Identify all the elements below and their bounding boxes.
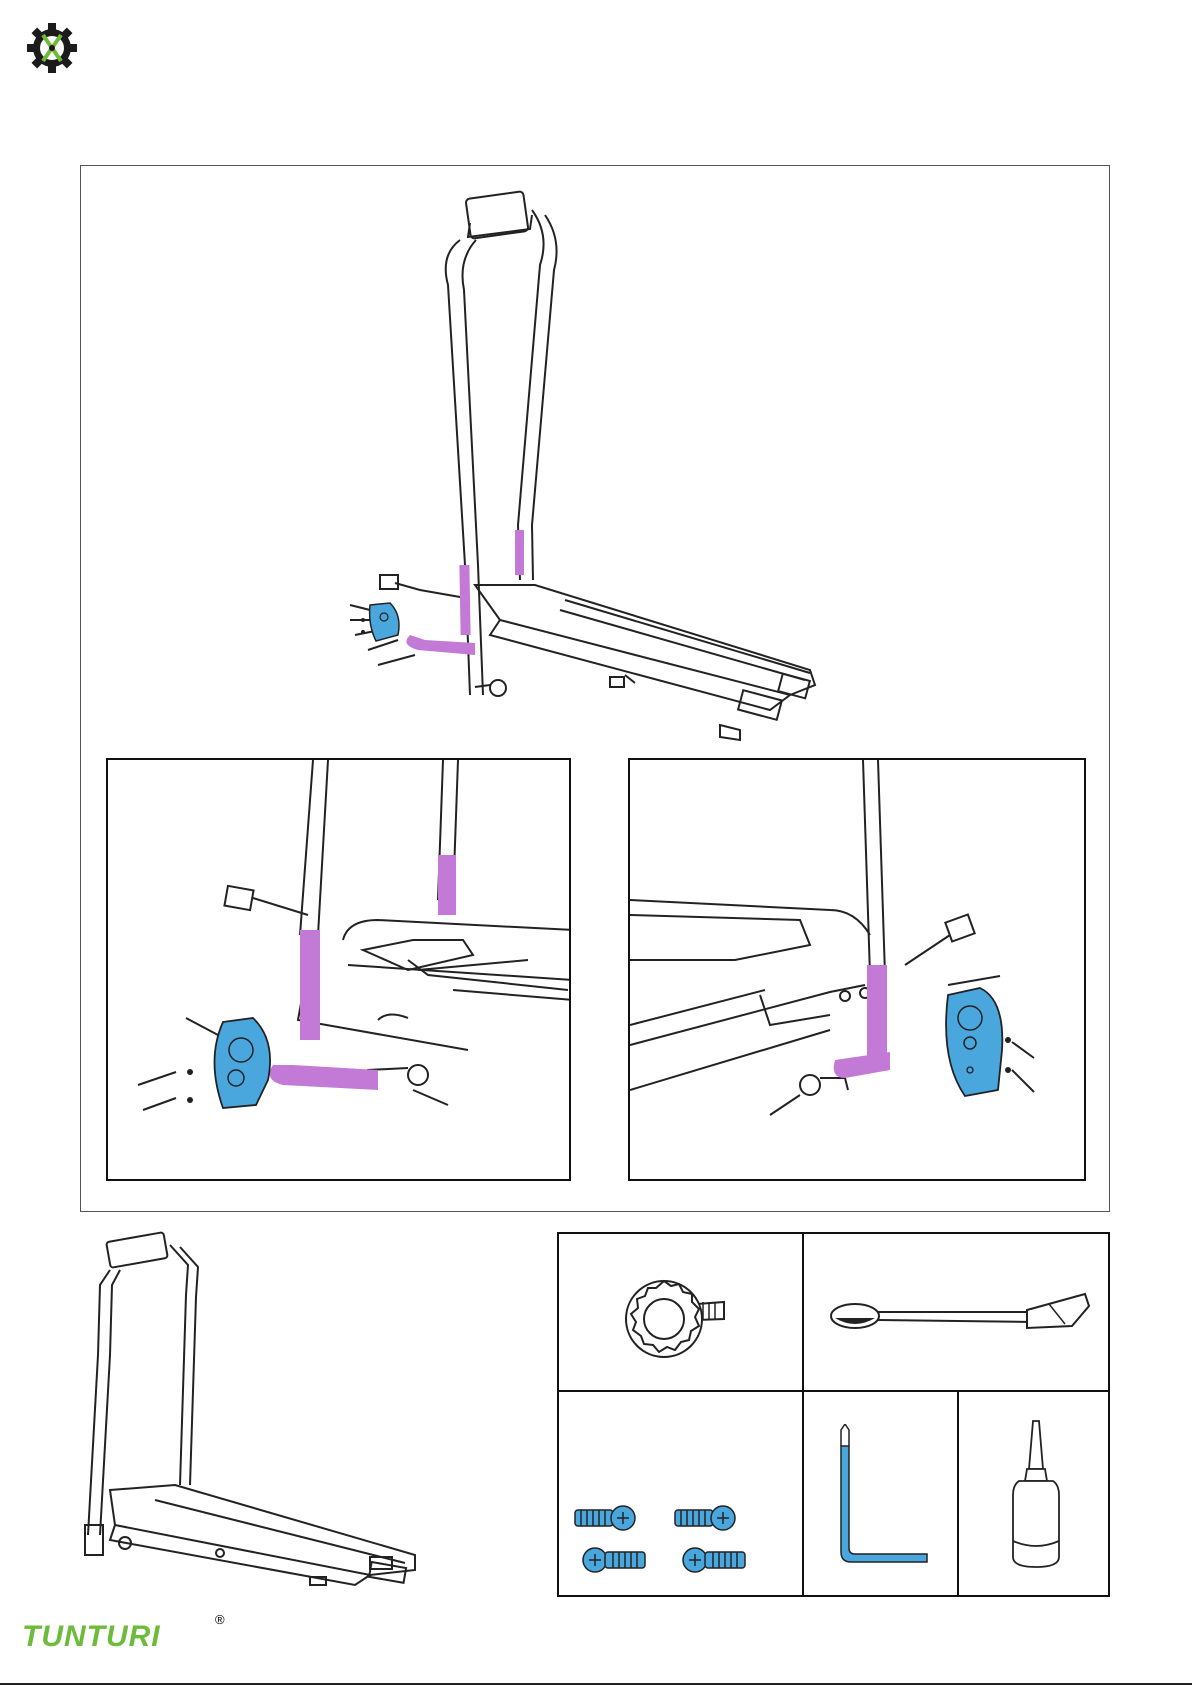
- part-allen-key: [829, 1424, 939, 1574]
- header-logo: [24, 20, 80, 76]
- part-lubricant: [991, 1419, 1081, 1579]
- parts-grid: [557, 1232, 1110, 1597]
- detail-frame-right: [628, 758, 1086, 1181]
- gear-wrench-screwdriver-icon: [24, 20, 80, 76]
- parts-grid-divider-v2: [957, 1391, 959, 1595]
- detail-frame-left: [106, 758, 571, 1181]
- screw-icon: [569, 1502, 799, 1592]
- part-screws: [569, 1502, 799, 1592]
- parts-grid-divider-h: [559, 1390, 1108, 1392]
- safety-clip-key-icon: [827, 1284, 1097, 1344]
- knob-bolt-icon: [619, 1264, 739, 1364]
- treadmill-overview-small: [70, 1225, 440, 1605]
- part-knob: [619, 1264, 739, 1364]
- lubricant-bottle-icon: [991, 1419, 1081, 1579]
- allen-key-icon: [829, 1424, 939, 1574]
- parts-grid-divider-v1: [802, 1234, 804, 1595]
- part-safety-key: [827, 1284, 1097, 1344]
- treadmill-illustration: [80, 165, 1110, 765]
- registered-mark: ®: [215, 1612, 225, 1627]
- brand-logo: TUNTURI: [22, 1620, 161, 1654]
